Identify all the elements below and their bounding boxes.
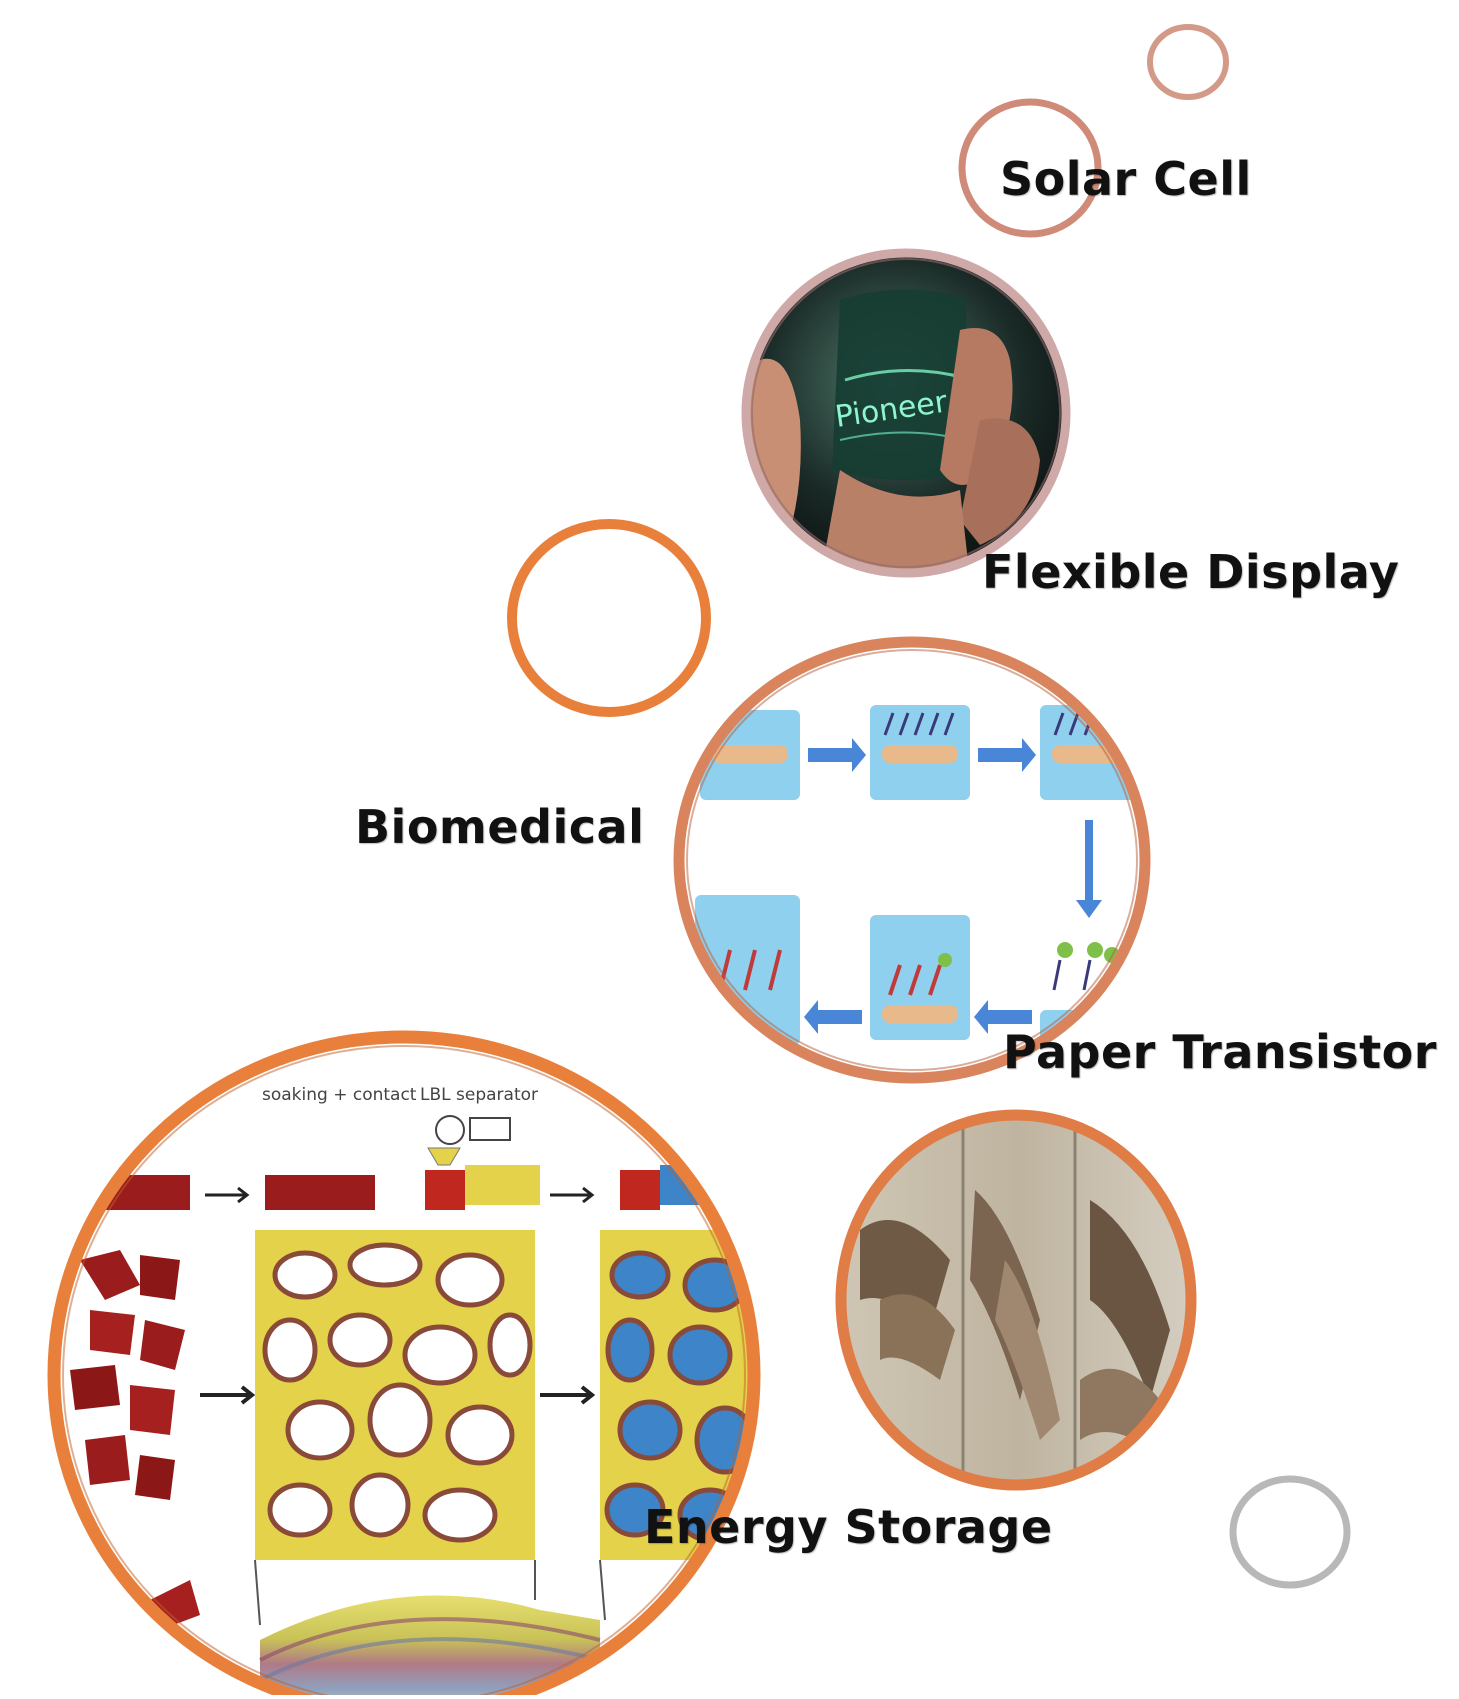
energy-yellow-network [255,1230,535,1560]
label-flexible-display: Flexible Display [982,545,1400,599]
decor-ring-bottom-grey [1229,1475,1351,1589]
bio-arrow-4 [804,1000,862,1034]
bio-arrow-2 [978,738,1036,772]
bio-arrow-1 [808,738,866,772]
biomedical-frame [673,636,1151,1084]
paper-transistor-photo [835,1109,1197,1491]
energy-storage-schematic: soaking + contact LBL separator [47,1030,761,1699]
label-energy-storage: Energy Storage [644,1500,1053,1554]
flexible-display-photo: Pioneer [741,248,1071,578]
energy-block-2 [265,1175,375,1210]
label-solar-cell: Solar Cell [1000,152,1252,206]
flexible-display-frame [741,248,1071,578]
energy-red-cells [60,1235,200,1630]
biomedical-schematic [673,636,1151,1084]
decor-ring-solar-cell [958,98,1102,238]
energy-block-3 [425,1170,465,1210]
energy-storage-frame [47,1030,761,1699]
decor-ring-mid-orange [507,519,711,717]
bio-arrow-3 [974,1000,1032,1034]
energy-step-label-2: LBL separator [420,1085,538,1105]
label-biomedical: Biomedical [355,800,645,854]
energy-step-label-1: soaking + contact [262,1085,417,1105]
label-paper-transistor: Paper Transistor [1003,1025,1437,1079]
bio-arrow-down [1085,820,1093,905]
decor-ring-top-small [1147,24,1229,100]
paper-transistor-frame [835,1109,1197,1491]
energy-block-4 [620,1170,660,1210]
